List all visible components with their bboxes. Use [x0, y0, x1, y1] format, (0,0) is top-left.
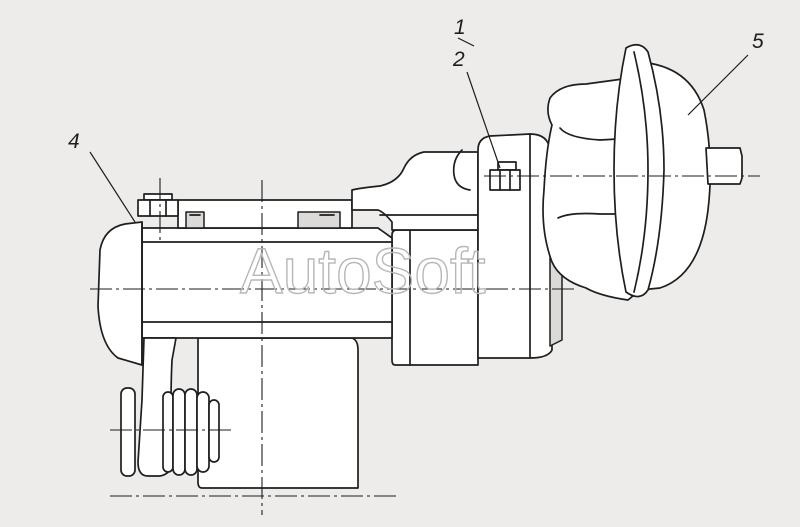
leader-5: [687, 54, 749, 116]
watermark: AutoSoft: [240, 235, 486, 307]
lower-housing: [197, 337, 359, 489]
chamber-bolt-head: [497, 161, 517, 171]
rubber-boot: [120, 387, 220, 477]
bolt-seat-left: [185, 211, 205, 229]
rear-housing-crease: [557, 212, 637, 219]
leader-4: [89, 151, 136, 223]
clamp-ring: [613, 43, 665, 298]
flange-block: [391, 229, 479, 366]
leader-1: [457, 37, 475, 47]
end-cap: [97, 221, 143, 366]
chamber-bolt-nut: [489, 169, 521, 191]
bolt-seat-right: [297, 211, 341, 229]
callout-1: 1: [454, 16, 466, 39]
housing-neck: [351, 151, 479, 231]
top-bolt-body: [137, 199, 179, 217]
leader-2: [466, 71, 501, 169]
top-bolt-head: [143, 193, 173, 201]
neck-fillet: [452, 149, 471, 191]
rear-housing-crease: [559, 127, 637, 141]
push-rod-stub: [705, 147, 743, 185]
clamp-ring-edge: [633, 51, 649, 293]
callout-4: 4: [68, 130, 80, 153]
callout-2: 2: [452, 48, 465, 71]
callout-5: 5: [752, 30, 764, 53]
